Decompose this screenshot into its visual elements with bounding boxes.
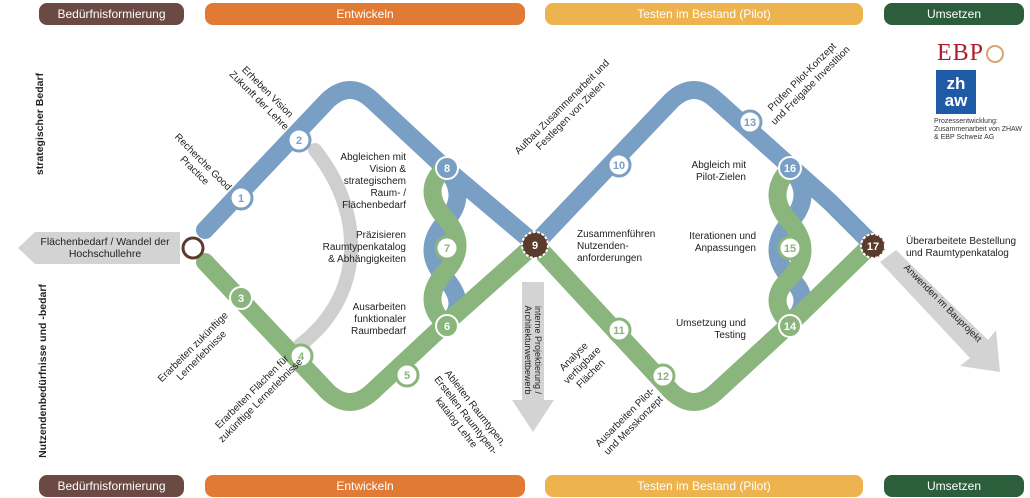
node-15[interactable]: 15 [777,235,803,261]
svg-text:3: 3 [238,293,244,305]
phase-bottom-2: Testen im Bestand (Pilot) [545,475,863,497]
phase-bottom-3: Umsetzen [884,475,1024,497]
down-arrow [512,282,554,432]
phase-bottom-0: Bedürfnisformierung [39,475,184,497]
step-label-16: Abgleich mit Pilot-Zielen [691,160,746,183]
ebp-swirl-icon [986,45,1005,64]
node-3[interactable]: 3 [229,286,253,310]
green-path-1 [196,159,467,411]
zhaw-line2: aw [944,91,968,110]
grey-connector [293,143,359,352]
node-12[interactable]: 12 [650,363,676,389]
right-arrow [880,250,1000,372]
svg-text:6: 6 [444,321,450,333]
start-arrow [18,232,180,264]
phase-label: Testen im Bestand (Pilot) [637,7,771,21]
phase-label: Entwickeln [336,7,394,21]
step-label-7: Präzisieren Raumtypenkatalog & Abhängigk… [322,230,406,265]
svg-text:5: 5 [404,370,410,382]
node-16[interactable]: 16 [778,156,802,180]
side-label-top: strategischer Bedarf [34,72,46,176]
phase-label: Testen im Bestand (Pilot) [637,479,771,493]
node-2[interactable]: 2 [286,127,312,153]
phase-bottom-1: Entwickeln [205,475,525,497]
step-label-15: Iterationen und Anpassungen [689,231,756,254]
step-label-17: Überarbeitete Bestellung und Raumtypenka… [906,236,1017,259]
green-path-2 [436,235,881,411]
node-5[interactable]: 5 [394,362,420,388]
down-arrow-label: interne Projektierung / Architekturwettb… [523,305,543,395]
svg-text:15: 15 [784,243,796,255]
phase-label: Bedürfnisformierung [57,7,166,21]
node-17[interactable]: 17 [860,233,886,259]
svg-text:14: 14 [784,321,797,333]
svg-text:11: 11 [613,325,625,337]
phase-top-0: Bedürfnisformierung [39,3,184,25]
svg-text:4: 4 [298,351,305,363]
phase-top-3: Umsetzen [884,3,1024,25]
step-label-6: Ausarbeiten funktionaler Raumbedarf [350,302,406,337]
step-label-14: Umsetzung und Testing [675,318,746,341]
phase-top-1: Entwickeln [205,3,525,25]
node-10[interactable]: 10 [606,152,632,178]
start-node [181,236,205,260]
phase-label: Entwickeln [336,479,394,493]
svg-text:10: 10 [613,160,625,172]
node-4[interactable]: 4 [288,343,314,369]
node-8[interactable]: 8 [435,156,459,180]
node-1[interactable]: 1 [228,185,254,211]
ebp-logo-text: EBP [937,40,985,66]
svg-text:8: 8 [444,163,450,175]
step-label-9: Zusammenführen Nutzenden-anforderungen [577,229,656,264]
phase-top-2: Testen im Bestand (Pilot) [545,3,863,25]
svg-text:16: 16 [784,163,796,175]
node-11[interactable]: 11 [606,317,632,343]
svg-text:9: 9 [532,240,538,252]
zhaw-line1: zh [946,74,966,93]
phase-label: Bedürfnisformierung [57,479,166,493]
node-13[interactable]: 13 [737,109,763,135]
svg-text:17: 17 [867,241,879,253]
phase-label: Umsetzen [926,479,982,493]
phase-label: Umsetzen [926,7,982,21]
svg-text:1: 1 [238,193,244,205]
node-7[interactable]: 7 [434,235,460,261]
svg-text:13: 13 [744,117,756,129]
logo-note: Prozessentwicklung: Zusammenarbeit von Z… [934,118,1023,141]
node-6[interactable]: 6 [435,314,459,338]
svg-text:7: 7 [444,243,450,255]
side-label-bottom: Nutzendenbedürfnisse und -bedarf [37,284,49,458]
zhaw-logo: zh aw [936,70,976,114]
svg-text:12: 12 [657,371,669,383]
ebp-logo: EBP [937,40,1005,67]
step-label-8: Abgleichen mit Vision & strategischem Ra… [340,152,406,211]
node-14[interactable]: 14 [778,314,802,338]
node-9[interactable]: 9 [521,231,549,259]
blue-path-2 [436,81,881,253]
start-label: Flächenbedarf / Wandel der Hochschullehr… [40,236,170,260]
svg-text:2: 2 [296,135,302,147]
